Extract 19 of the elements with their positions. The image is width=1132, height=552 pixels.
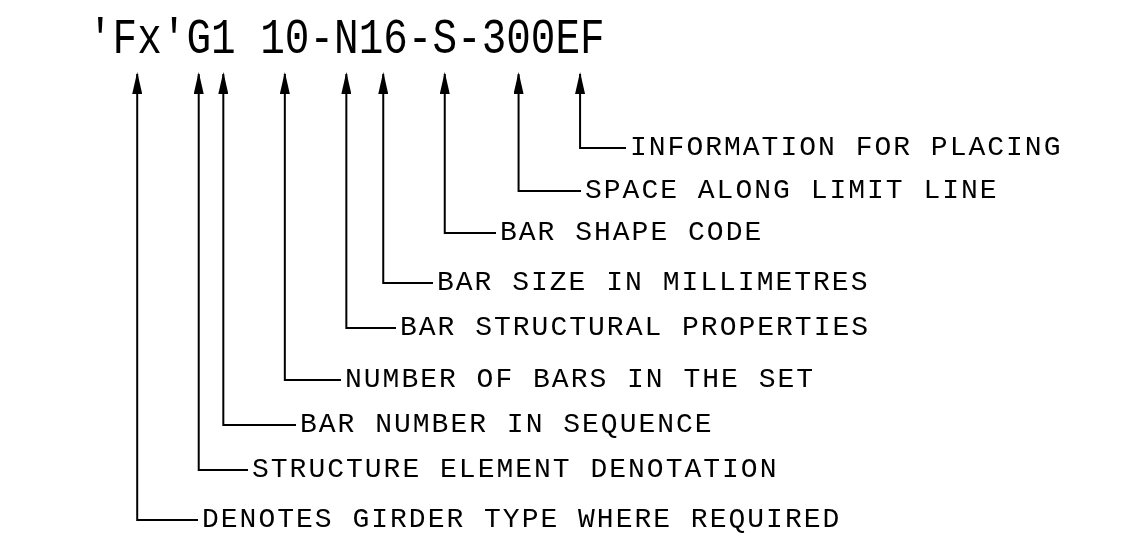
callout-text: BAR SHAPE CODE	[500, 217, 764, 249]
leader-line	[193, 72, 249, 471]
callout-text: BAR SIZE IN MILLIMETRES	[437, 267, 870, 299]
callout-text: INFORMATION FOR PLACING	[630, 132, 1063, 164]
callout-text: NUMBER OF BARS IN THE SET	[345, 364, 816, 396]
leader-line	[341, 72, 397, 329]
leader-line	[132, 72, 199, 521]
leader-line	[378, 72, 434, 284]
callout-text: SPACE ALONG LIMIT LINE	[585, 175, 999, 207]
leader-line	[439, 72, 497, 234]
bar-mark-code: 'Fx'G1 10-N16-S-300EF	[88, 10, 605, 70]
callout-text: STRUCTURE ELEMENT DENOTATION	[252, 454, 779, 486]
callout-text: BAR NUMBER IN SEQUENCE	[300, 409, 714, 441]
leader-line	[575, 72, 627, 149]
leader-line	[513, 72, 582, 192]
callout-text: DENOTES GIRDER TYPE WHERE REQUIRED	[202, 504, 842, 536]
leader-line	[279, 72, 342, 381]
leader-line	[218, 72, 297, 426]
callout-text: BAR STRUCTURAL PROPERTIES	[400, 312, 871, 344]
